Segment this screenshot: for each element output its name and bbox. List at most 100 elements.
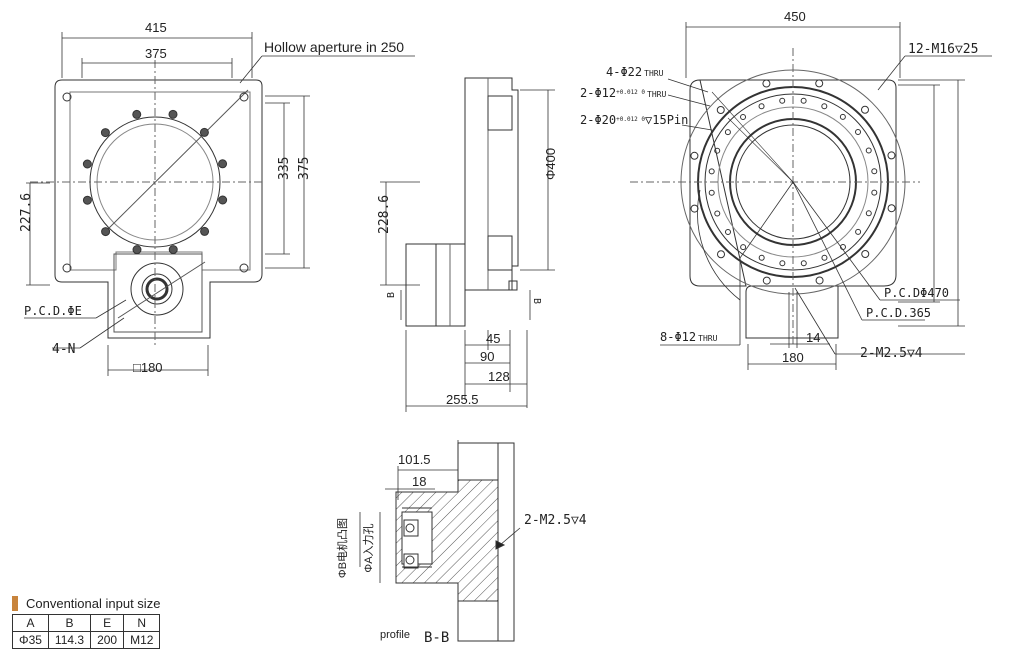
bolt-hole (800, 97, 807, 104)
bolt-hole (168, 245, 178, 255)
dim-90: 90 (480, 349, 494, 364)
dim-101-5: 101.5 (398, 452, 431, 467)
bolt-hole (762, 79, 771, 88)
front-corner-hole (239, 263, 249, 273)
four-n-label: 4-N (52, 342, 75, 357)
bolt-hole (800, 260, 807, 267)
bolt-hole (779, 97, 786, 104)
front-dimensions (24, 32, 415, 376)
bolt-hole (821, 103, 828, 110)
header-n: N (123, 614, 161, 632)
hollow-aperture-note: Hollow aperture in 250 (264, 39, 404, 55)
side-flange-bottom (487, 235, 513, 271)
header-e: E (90, 614, 125, 632)
front-corner-hole (62, 92, 72, 102)
bolt-hole (101, 227, 111, 237)
bolt-hole (82, 159, 92, 169)
front-leader-diag2 (117, 261, 206, 319)
bolt-hole (839, 113, 846, 120)
bolt-hole (218, 195, 228, 205)
right-bolt-circle (690, 79, 896, 285)
dim-255-5: 255.5 (446, 392, 479, 407)
right-plate-outline (689, 79, 897, 339)
front-leader-diag (103, 89, 249, 234)
pcd-470-label: P.C.DΦ470 (884, 286, 949, 300)
front-bolt-circle (82, 109, 228, 255)
section-bb-view (359, 440, 521, 642)
dim-415: 415 (145, 20, 167, 35)
m2-5-label: 2-M2.5▽4 (860, 346, 923, 361)
bolt-hole (855, 228, 862, 235)
bolt-hole (740, 113, 747, 120)
section-m2-5-label: 2-M2.5▽4 (524, 513, 587, 528)
bolt-hole (717, 250, 726, 259)
bolt-hole (716, 106, 725, 115)
table-header-row: A B E N (12, 614, 161, 632)
bolt-hole (758, 254, 765, 261)
input-circle-mid (141, 273, 173, 305)
input-size-table: A B E N Φ35 114.3 200 M12 (12, 614, 161, 649)
bolt-hole (199, 127, 209, 137)
dim-375-top: 375 (145, 46, 167, 61)
input-circle-inner (145, 277, 169, 301)
dim-227-6: 227.6 (19, 193, 34, 232)
motor-boss-label: ΦB电机凸图 (335, 518, 349, 578)
input-bore-label: ΦA入力孔 (362, 523, 375, 572)
bolt-hole (724, 228, 731, 235)
bolt-hole (821, 254, 828, 261)
bolt-hole (855, 129, 862, 136)
bolt-hole (865, 210, 872, 217)
table-row: Φ35 114.3 200 M12 (12, 631, 161, 649)
bolt-hole (871, 189, 878, 196)
bolt-hole (724, 129, 731, 136)
bolt-hole (82, 195, 92, 205)
bolt-hole (815, 79, 824, 88)
header-b: B (47, 614, 92, 632)
front-inner-outline (69, 91, 251, 271)
dim-450: 450 (784, 9, 806, 24)
value-a: Φ35 (12, 631, 49, 649)
bolt-hole (865, 147, 872, 154)
dim-128: 128 (488, 369, 510, 384)
m16-label: 12-M16▽25 (908, 42, 978, 57)
bolt-hole (762, 276, 771, 285)
side-view (380, 77, 555, 412)
bolt-hole (839, 244, 846, 251)
bolt-hole (779, 260, 786, 267)
bolt-hole (100, 128, 110, 138)
dim-14: 14 (806, 330, 820, 345)
dim-180-right: 180 (782, 350, 804, 365)
section-hatched-body (395, 479, 499, 602)
pcd-e-label: P.C.D.ΦE (24, 304, 82, 318)
dim-18: 18 (412, 474, 426, 489)
bolt-hole (758, 103, 765, 110)
bolt-hole (690, 204, 699, 213)
right-view (630, 22, 992, 370)
bolt-hole (200, 226, 210, 236)
header-a: A (12, 614, 49, 632)
bolt-hole (871, 168, 878, 175)
dim-228-6: 228.6 (377, 195, 392, 234)
front-view (30, 60, 265, 345)
input-size-legend: Conventional input size A B E N Φ35 114.… (12, 596, 212, 649)
hole-20-label: 2-Φ20+0.012 0▽15Pin (580, 113, 688, 127)
legend-title: Conventional input size (12, 596, 212, 611)
bolt-hole (860, 105, 869, 114)
bolt-hole (708, 168, 715, 175)
side-body (464, 77, 519, 291)
bolt-hole (740, 244, 747, 251)
bolt-hole (218, 159, 228, 169)
front-corner-hole (62, 263, 72, 273)
input-circle-outer (130, 262, 184, 316)
dim-375-right: 375 (297, 157, 312, 180)
front-plate-outline (54, 79, 263, 339)
square-180-label: □180 (133, 360, 163, 375)
value-n: M12 (123, 631, 161, 649)
value-e: 200 (90, 631, 125, 649)
dim-45: 45 (486, 331, 500, 346)
dim-335: 335 (277, 157, 292, 180)
dim-phi400: Φ400 (543, 148, 558, 180)
